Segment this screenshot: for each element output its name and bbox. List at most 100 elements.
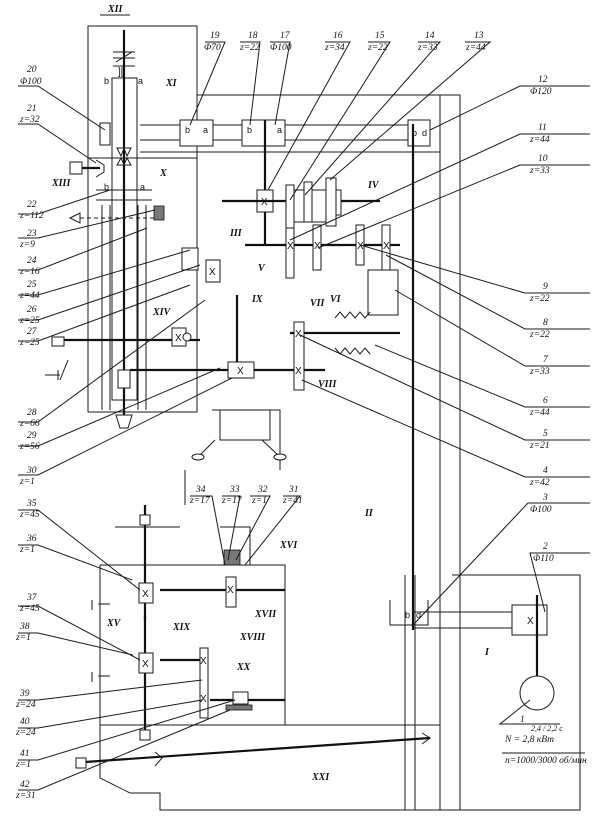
gearbox-shaft-iv [222, 177, 380, 231]
label-14: 14z=33 [417, 31, 438, 53]
label-26: 26z=25 [19, 305, 40, 326]
bearing-b-label: b [185, 125, 190, 135]
leader-18 [240, 41, 261, 126]
svg-text:z=33: z=33 [529, 166, 550, 176]
shaft-label-ii: II [364, 508, 374, 519]
leader-38 [18, 632, 134, 656]
svg-text:z=1: z=1 [15, 633, 31, 643]
feed-box: X X X X X [91, 505, 285, 741]
feed-box-outline [100, 564, 286, 725]
svg-text:31: 31 [288, 485, 299, 495]
svg-text:z=41: z=41 [282, 496, 303, 506]
svg-text:z=21: z=21 [529, 441, 550, 451]
svg-text:z=1: z=1 [15, 760, 31, 770]
svg-text:2: 2 [543, 542, 548, 552]
svg-text:z=45: z=45 [19, 510, 40, 520]
bearing-a-label: a [277, 125, 282, 135]
spline-teeth-lower [116, 156, 132, 167]
gear-10 [312, 224, 322, 271]
bearing-b-label: b [247, 125, 252, 135]
bearing-b-label: b [405, 610, 410, 620]
bearing-a-label: a [140, 182, 145, 192]
leader-22 [18, 189, 111, 215]
svg-text:20: 20 [27, 65, 37, 75]
gear-mark: X [383, 241, 390, 252]
leader-4 [301, 379, 590, 478]
svg-text:22: 22 [27, 200, 37, 210]
label-34: 34z=17 [189, 485, 211, 506]
label-36: 36z=1 [19, 534, 37, 555]
label-32: 32z=1 [251, 485, 268, 506]
svg-text:Φ70: Φ70 [204, 43, 221, 53]
leader-10 [317, 164, 590, 249]
bearing-d-label: d [416, 610, 421, 620]
svg-text:z=44: z=44 [465, 43, 486, 53]
gear-mark: X [237, 366, 244, 377]
worm-gear-35 [138, 582, 154, 604]
label-31: 31z=41 [282, 485, 303, 506]
svg-text:z=44: z=44 [529, 408, 550, 418]
svg-text:21: 21 [27, 104, 37, 114]
gear-14 [325, 177, 337, 227]
leader-32 [235, 495, 271, 561]
svg-text:z=1: z=1 [19, 545, 35, 555]
label-6: 6z=44 [529, 396, 550, 418]
leader-28 [18, 299, 206, 423]
gear-mark: X [209, 267, 216, 278]
handwheel-box-lower[interactable] [139, 729, 151, 741]
label-13: 13z=44 [465, 31, 486, 53]
leader-17 [270, 41, 291, 126]
shaft-label-ix: IX [251, 294, 263, 305]
side-levers[interactable] [91, 600, 110, 682]
label-18: 18z=22 [239, 31, 260, 53]
svg-text:32: 32 [257, 485, 268, 495]
bearing-a-label: a [138, 76, 143, 86]
leader-41 [18, 699, 236, 761]
svg-text:4: 4 [543, 466, 548, 476]
handle-knob [68, 212, 81, 224]
svg-text:16: 16 [333, 31, 343, 41]
lever-knob-right[interactable] [273, 453, 287, 461]
svg-text:8: 8 [543, 318, 548, 328]
label-38: 38z=1 [15, 622, 31, 643]
worm-41 [232, 691, 249, 705]
leader-14 [304, 41, 442, 196]
svg-text:z=33: z=33 [529, 367, 550, 377]
leader-6 [374, 344, 590, 408]
crank-handle[interactable] [45, 359, 69, 381]
bearing-b-label: b [104, 182, 109, 192]
svg-text:z=44: z=44 [19, 291, 40, 301]
svg-text:37: 37 [26, 593, 38, 603]
leader-19 [189, 41, 226, 126]
gear-39-40 [199, 647, 209, 719]
spline-teeth-upper [116, 146, 132, 158]
spindle-assembly: ][ b a b a [68, 30, 197, 429]
svg-text:28: 28 [27, 408, 37, 418]
leader-25 [18, 249, 191, 296]
svg-text:36: 36 [26, 534, 37, 544]
label-41: 41z=1 [15, 749, 31, 770]
leader-12 [429, 85, 590, 131]
gear-mark: X [200, 656, 207, 667]
shaft-label-iii: III [229, 228, 243, 239]
svg-text:19: 19 [210, 31, 220, 41]
gear-mark: X [357, 241, 364, 252]
label-37: 37z=45 [19, 593, 40, 614]
svg-text:z=1: z=1 [251, 496, 267, 506]
bearing-b-label: b [104, 76, 109, 86]
svg-text:z=45: z=45 [19, 604, 40, 614]
worm-gear-30 [227, 361, 255, 379]
svg-text:17: 17 [280, 31, 291, 41]
lever-knob-left[interactable] [191, 453, 205, 461]
label-5: 5z=21 [529, 429, 550, 451]
bevel-gear-34 [225, 576, 237, 608]
shaft-label-viii: VIII [318, 379, 337, 390]
leader-26 [18, 264, 201, 321]
leader-34 [190, 495, 226, 566]
leader-31 [244, 495, 302, 566]
svg-text:1: 1 [520, 715, 525, 725]
leader-39 [18, 679, 203, 701]
svg-text:z=1: z=1 [19, 477, 35, 487]
handwheel-box[interactable] [51, 336, 65, 347]
